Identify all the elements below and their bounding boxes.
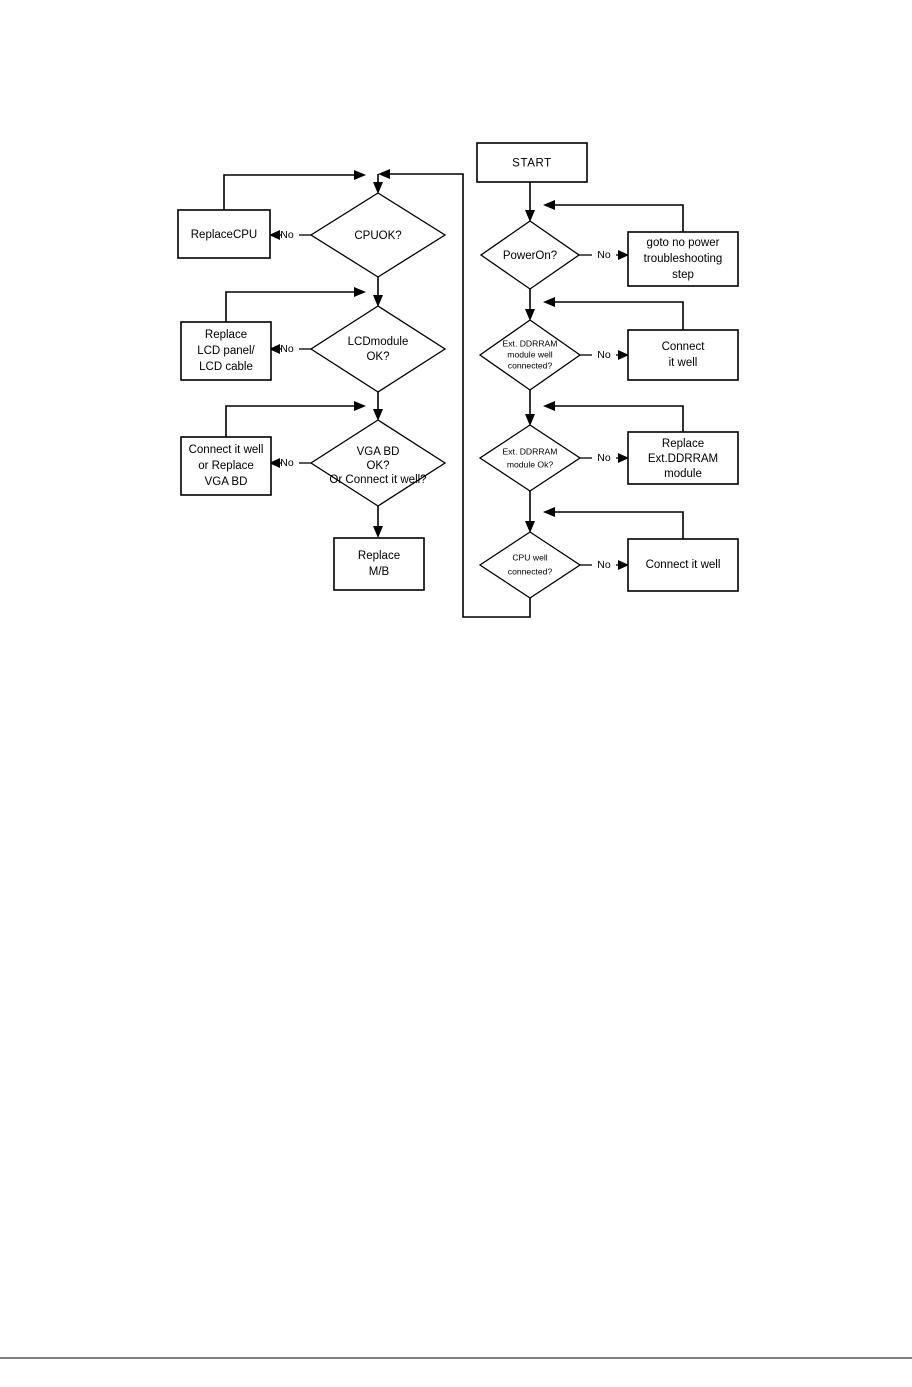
node-goto-no-power: goto no power troubleshooting step: [627, 231, 739, 287]
node-replace-cpu: ReplaceCPU: [177, 209, 271, 259]
node-lcd-module-ok-line1: LCDmodule: [348, 336, 409, 348]
node-connect-or-replace-vga-line1: Connect it well: [189, 444, 264, 456]
node-power-on-label: PowerOn?: [503, 250, 557, 262]
node-ext-ddrram-connected-line3: connected?: [508, 360, 553, 370]
node-ext-ddrram-ok: Ext. DDRRAM module Ok?: [478, 424, 582, 492]
edge-ddrram-connected-no: No: [580, 349, 629, 361]
node-cpu-well-connected: CPU well connected?: [478, 531, 582, 599]
node-lcd-module-ok: LCDmodule OK?: [309, 305, 447, 393]
node-cpu-ok: CPUOK?: [309, 192, 447, 278]
edge-right-column-to-left-column: [378, 169, 531, 618]
edge-ddrram-ok-to-cpu-connected: [525, 491, 535, 533]
edge-vga-no: No: [269, 457, 311, 469]
edge-power-on-to-ddrram-connected: [525, 289, 535, 321]
node-replace-mb-line2: M/B: [369, 566, 390, 578]
node-connect-or-replace-vga: Connect it well or Replace VGA BD: [180, 436, 272, 496]
node-replace-ext-ddrram-line3: module: [664, 468, 702, 480]
node-ext-ddrram-connected-line1: Ext. DDRRAM: [503, 338, 558, 348]
edge-label-no-power-on: No: [597, 249, 611, 261]
node-cpu-ok-label: CPUOK?: [354, 230, 401, 242]
edge-cpu-ok-to-lcd: [373, 277, 383, 307]
edge-power-on-no: No: [579, 249, 629, 261]
edge-connect-it-well-cpu-return: [543, 507, 684, 539]
edge-vga-to-replace-mb: [373, 506, 383, 538]
node-replace-lcd-line3: LCD cable: [199, 361, 253, 373]
edge-lcd-no: No: [269, 343, 311, 355]
node-connect-it-well-cpu-label: Connect it well: [646, 559, 721, 571]
node-ext-ddrram-ok-line1: Ext. DDRRAM: [503, 446, 558, 456]
node-ext-ddrram-connected-line2: module well: [507, 349, 552, 359]
node-lcd-module-ok-line2: OK?: [366, 351, 389, 363]
node-replace-lcd-line2: LCD panel/: [197, 345, 255, 357]
edge-label-no-ddrram-connected: No: [597, 349, 611, 361]
edge-cpu-ok-no: No: [269, 229, 311, 241]
node-connect-it-well-ddrram-line2: it well: [669, 357, 698, 369]
edge-label-no-cpu-connected: No: [597, 559, 611, 571]
edge-label-no-vga: No: [280, 457, 294, 469]
node-replace-lcd: Replace LCD panel/ LCD cable: [180, 321, 272, 381]
edge-replace-ext-ddrram-return: [543, 401, 684, 432]
edge-lcd-to-vga: [373, 392, 383, 421]
node-replace-lcd-line1: Replace: [205, 329, 247, 341]
node-start: START: [476, 142, 588, 183]
node-replace-mb: Replace M/B: [333, 537, 425, 591]
node-connect-or-replace-vga-line2: or Replace: [198, 460, 254, 472]
edge-cpu-connected-no: No: [580, 559, 629, 571]
edge-label-no-cpu-ok: No: [280, 229, 294, 241]
node-ext-ddrram-connected: Ext. DDRRAM module well connected?: [478, 319, 582, 391]
edge-start-to-power-on: [525, 182, 535, 222]
edge-goto-no-power-return: [543, 200, 684, 232]
node-replace-ext-ddrram: Replace Ext.DDRRAM module: [627, 431, 739, 485]
node-connect-it-well-ddrram: Connect it well: [627, 329, 739, 381]
edge-ddrram-connected-to-ddrram-ok: [525, 390, 535, 426]
node-connect-or-replace-vga-line3: VGA BD: [205, 476, 248, 488]
node-replace-ext-ddrram-line1: Replace: [662, 438, 704, 450]
node-connect-it-well-cpu: Connect it well: [627, 538, 739, 592]
node-goto-no-power-line3: step: [672, 269, 694, 281]
node-vga-bd-ok-line2: OK?: [366, 460, 389, 472]
node-replace-cpu-label: ReplaceCPU: [191, 229, 257, 241]
node-cpu-well-connected-line2: connected?: [508, 566, 553, 576]
edge-label-no-lcd: No: [280, 343, 294, 355]
edge-ddrram-ok-no: No: [580, 452, 629, 464]
node-goto-no-power-line2: troubleshooting: [644, 253, 723, 265]
node-connect-it-well-ddrram-line1: Connect: [662, 341, 706, 353]
edge-connect-it-well-ddrram-return: [543, 297, 684, 330]
node-goto-no-power-line1: goto no power: [647, 237, 720, 249]
node-vga-bd-ok: VGA BD OK? Or Connect it well?: [309, 419, 447, 507]
node-replace-mb-line1: Replace: [358, 550, 400, 562]
node-start-label: START: [512, 158, 552, 170]
node-replace-ext-ddrram-line2: Ext.DDRRAM: [648, 453, 718, 465]
edge-replace-cpu-return: [223, 170, 366, 210]
edge-into-cpu-ok: [373, 174, 383, 194]
node-cpu-well-connected-line1: CPU well: [512, 552, 547, 562]
node-vga-bd-ok-line3: Or Connect it well?: [329, 474, 426, 486]
node-ext-ddrram-ok-line2: module Ok?: [507, 459, 554, 469]
node-vga-bd-ok-line1: VGA BD: [357, 446, 400, 458]
node-power-on: PowerOn?: [479, 220, 581, 290]
edge-connect-or-replace-vga-return: [225, 401, 366, 437]
edge-replace-lcd-return: [225, 287, 366, 322]
edge-label-no-ddrram-ok: No: [597, 452, 611, 464]
